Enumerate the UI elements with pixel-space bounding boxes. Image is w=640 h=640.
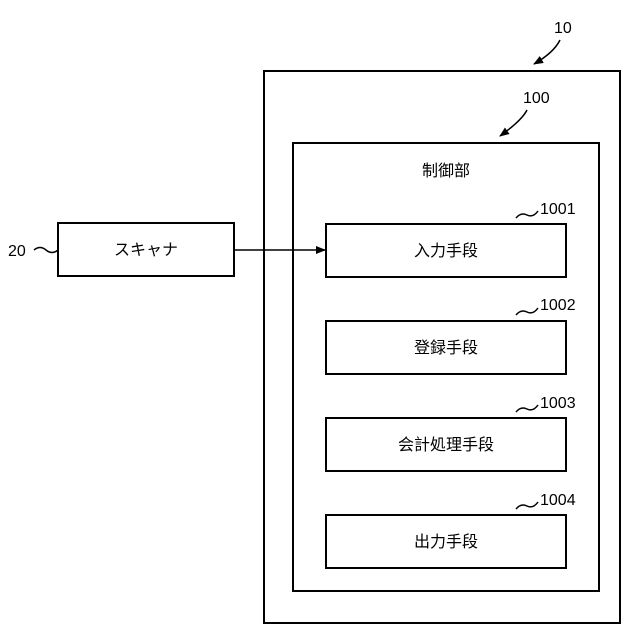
module-ref-leader-register <box>516 308 538 315</box>
module-ref-output: 1004 <box>540 492 576 509</box>
module-label-input: 入力手段 <box>414 241 478 260</box>
scanner-ref-label: 20 <box>8 243 26 260</box>
controller-title: 制御部 <box>422 161 470 180</box>
module-ref-register: 1002 <box>540 297 576 314</box>
module-label-accounting: 会計処理手段 <box>398 435 494 454</box>
controller-ref-label: 100 <box>523 90 550 107</box>
controller-ref-leader <box>500 110 527 136</box>
module-ref-leader-output <box>516 502 538 509</box>
module-ref-leader-input <box>516 211 538 218</box>
module-ref-accounting: 1003 <box>540 395 576 412</box>
system-ref-leader <box>534 40 560 64</box>
module-ref-input: 1001 <box>540 201 576 218</box>
system-ref-label: 10 <box>554 20 572 37</box>
scanner-ref-leader <box>34 248 58 253</box>
module-label-register: 登録手段 <box>414 338 478 357</box>
scanner-label: スキャナ <box>114 240 178 259</box>
module-ref-leader-accounting <box>516 405 538 412</box>
module-label-output: 出力手段 <box>414 532 478 551</box>
